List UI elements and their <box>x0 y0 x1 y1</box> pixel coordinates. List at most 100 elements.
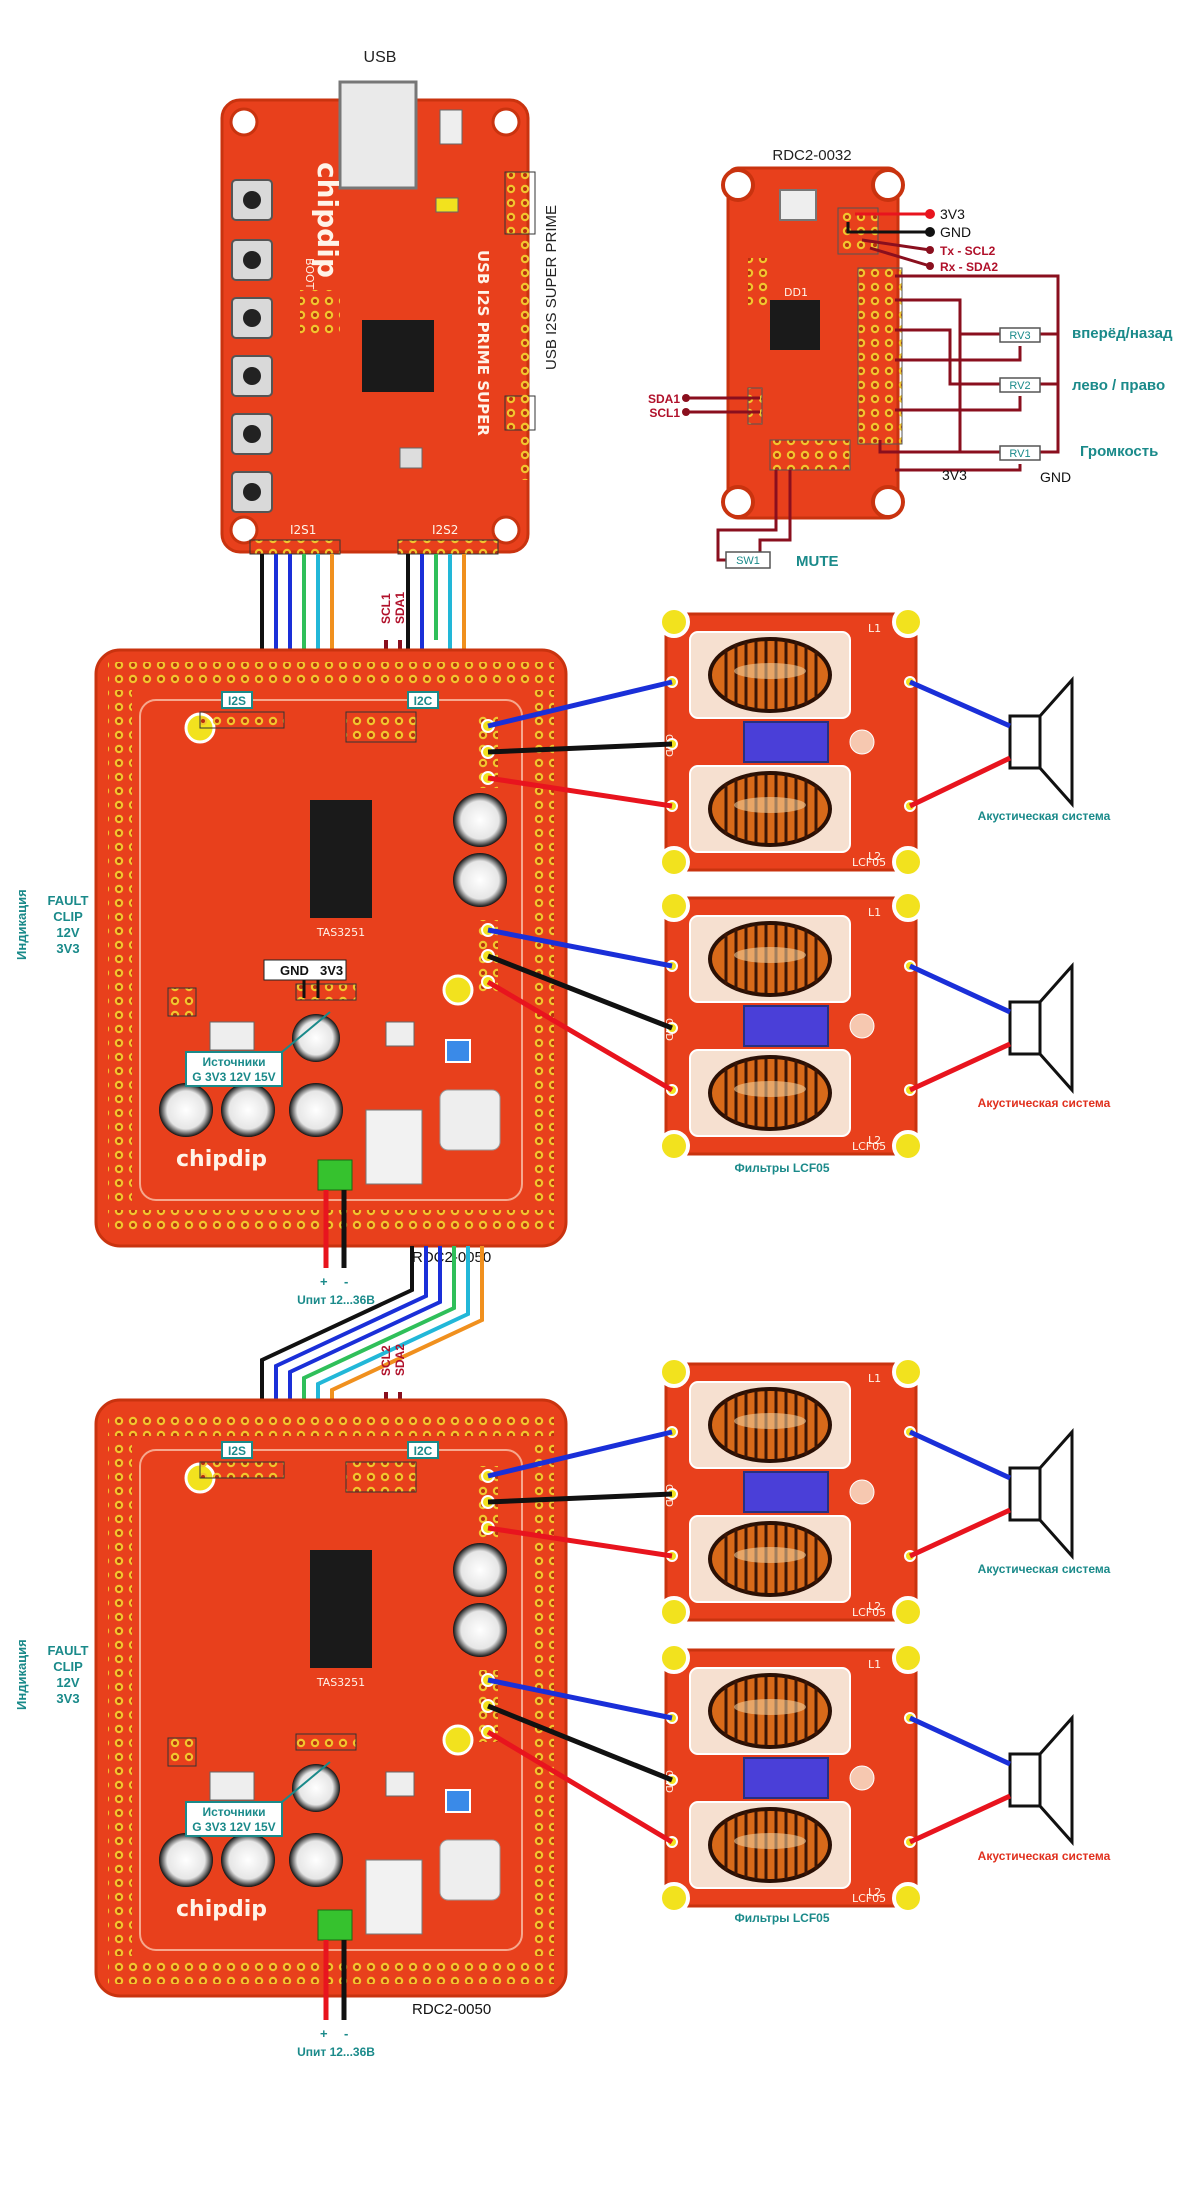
amp1-i2s-header[interactable] <box>199 711 285 729</box>
filter-l1-label: L1 <box>868 906 881 919</box>
mute-switch[interactable]: SW1 <box>725 551 771 569</box>
coil-l2 <box>706 1519 834 1599</box>
amp2-power-label: Uпит 12...36В <box>297 2045 375 2059</box>
amp1-ind-3v3: 3V3 <box>56 941 79 956</box>
amp2-ind-fault: FAULT <box>48 1643 89 1658</box>
rdc2-0032-board: DD1 <box>721 166 905 520</box>
amp2-brand: chipdip <box>176 1897 267 1922</box>
filters-group: L1L2LCF05GNDL1L2LCF05GNDL1L2LCF05GNDL1L2… <box>486 606 1074 1914</box>
rdc-pin-3v3: 3V3 <box>940 206 965 222</box>
amp1-caps <box>159 793 507 1137</box>
amp2-sources-title: Источники <box>202 1805 265 1819</box>
amp1-name: RDC2-0050 <box>412 1249 491 1266</box>
coil-l1 <box>706 1385 834 1465</box>
lcf05-filter-4: L1L2LCF05GND <box>658 1642 924 1914</box>
control-volume: Громкость <box>1080 443 1158 460</box>
filter-name-label: LCF05 <box>852 1140 886 1153</box>
amp2-indication-title: Индикация <box>14 1639 29 1710</box>
speaker-wires-2 <box>908 963 1012 1093</box>
i2s2-header[interactable] <box>397 539 499 555</box>
speaker-3 <box>1008 1428 1074 1560</box>
buttons-column <box>231 179 273 513</box>
amp2-power-terminal[interactable] <box>317 1909 353 1941</box>
amp1-brand: chipdip <box>176 1147 267 1172</box>
usb-connector[interactable] <box>338 80 418 190</box>
mcu-chip <box>362 320 434 392</box>
amp2-power-leads <box>323 1940 347 2020</box>
control-left-right: лево / право <box>1072 377 1165 394</box>
amp1-power-terminal[interactable] <box>317 1159 353 1191</box>
amp1-3v3-label: 3V3 <box>320 963 343 978</box>
filter-name-label: LCF05 <box>852 856 886 869</box>
rdc-small-pin-wires <box>686 212 1060 562</box>
amp1-ind-12v: 12V <box>56 925 79 940</box>
control-forward-back: вперёд/назад <box>1072 325 1173 342</box>
amp2-i2c-tag: I2C <box>414 1444 433 1458</box>
speaker-wires-3 <box>908 1429 1012 1559</box>
rdc-pin-sda1: SDA1 <box>648 392 680 406</box>
speaker-label-3: Акустическая система <box>978 1562 1111 1576</box>
filter-input-wires-1 <box>487 679 673 809</box>
amp1-i2c-header[interactable] <box>345 711 417 743</box>
amp1-sources-items: G 3V3 12V 15V <box>192 1070 275 1084</box>
lcf05-filter-2: L1L2LCF05GND <box>658 890 924 1162</box>
amp1-power-minus: - <box>344 1274 348 1289</box>
speaker-wires-1 <box>908 679 1012 809</box>
speaker-2 <box>1008 962 1074 1094</box>
filter-l2-label: L2 <box>868 1600 881 1613</box>
amp1-i2c-tag: I2C <box>414 694 433 708</box>
amp2-power-minus: - <box>344 2026 348 2041</box>
i2s1-label: I2S1 <box>290 523 316 537</box>
coil-l2 <box>706 769 834 849</box>
amp1-ind-clip: CLIP <box>53 909 83 924</box>
rdc-small-pin-dots <box>682 209 935 416</box>
rdc2-0032-title: RDC2-0032 <box>772 147 851 164</box>
filter-input-wires-4 <box>486 1677 674 1845</box>
rdc-pin-scl1: SCL1 <box>649 406 680 420</box>
filters-label-2: Фильтры LCF05 <box>734 1911 829 1925</box>
filters-label-1: Фильтры LCF05 <box>734 1161 829 1175</box>
coil-l2 <box>706 1805 834 1885</box>
scl2-bus-label: SCL2 <box>379 1345 393 1376</box>
amp1-chip <box>310 800 372 918</box>
amp1-power-leads <box>323 1190 347 1268</box>
speaker-label-4: Акустическая система <box>978 1849 1111 1863</box>
amp1-ind-fault: FAULT <box>48 893 89 908</box>
filter-l1-label: L1 <box>868 622 881 635</box>
usb-board-side-title: USB I2S SUPER PRIME <box>543 205 560 370</box>
amp2-i2s-tag: I2S <box>228 1444 246 1458</box>
coil-l1 <box>706 919 834 999</box>
amp1-chip-label: TAS3251 <box>316 926 365 939</box>
rdc-bottom-gnd: GND <box>1040 469 1071 485</box>
sw1-label: SW1 <box>736 555 760 567</box>
i2s2-label: I2S2 <box>432 523 458 537</box>
rdc-pin-tx: Tx - SCL2 <box>940 244 996 258</box>
coil-l2 <box>706 1053 834 1133</box>
filter-l2-label: L2 <box>868 850 881 863</box>
amp2-ind-12v: 12V <box>56 1675 79 1690</box>
amp2-i2s-header[interactable] <box>199 1461 285 1479</box>
amp2-caps <box>159 1543 507 1887</box>
usb-label: USB <box>364 49 397 66</box>
filter-input-wires-2 <box>486 927 674 1093</box>
speaker-1 <box>1008 676 1074 808</box>
boot-label: BOOT <box>303 258 316 290</box>
rv3-label: RV3 <box>1009 330 1030 342</box>
rdc-pin-rx: Rx - SDA2 <box>940 260 998 274</box>
amp2-i2c-header[interactable] <box>345 1461 417 1493</box>
amp1-indication-title: Индикация <box>14 889 29 960</box>
amp1-i2s-tag: I2S <box>228 694 246 708</box>
pot-rv2[interactable]: RV2 <box>999 377 1041 393</box>
filter-input-wires-3 <box>487 1429 673 1559</box>
rv1-label: RV1 <box>1009 448 1030 460</box>
lcf05-filter-3: L1L2LCF05GND <box>658 1356 924 1628</box>
lcf05-filter-1: L1L2LCF05GND <box>658 606 924 878</box>
amp2-chip-label: TAS3251 <box>316 1676 365 1689</box>
rdc-small-pcb-label: DD1 <box>784 286 808 299</box>
scl1-bus-label: SCL1 <box>379 593 393 624</box>
filter-l2-label: L2 <box>868 1886 881 1899</box>
pot-rv1[interactable]: RV1 <box>999 445 1041 461</box>
i2s1-header[interactable] <box>249 539 341 555</box>
pot-rv3[interactable]: RV3 <box>999 327 1041 343</box>
